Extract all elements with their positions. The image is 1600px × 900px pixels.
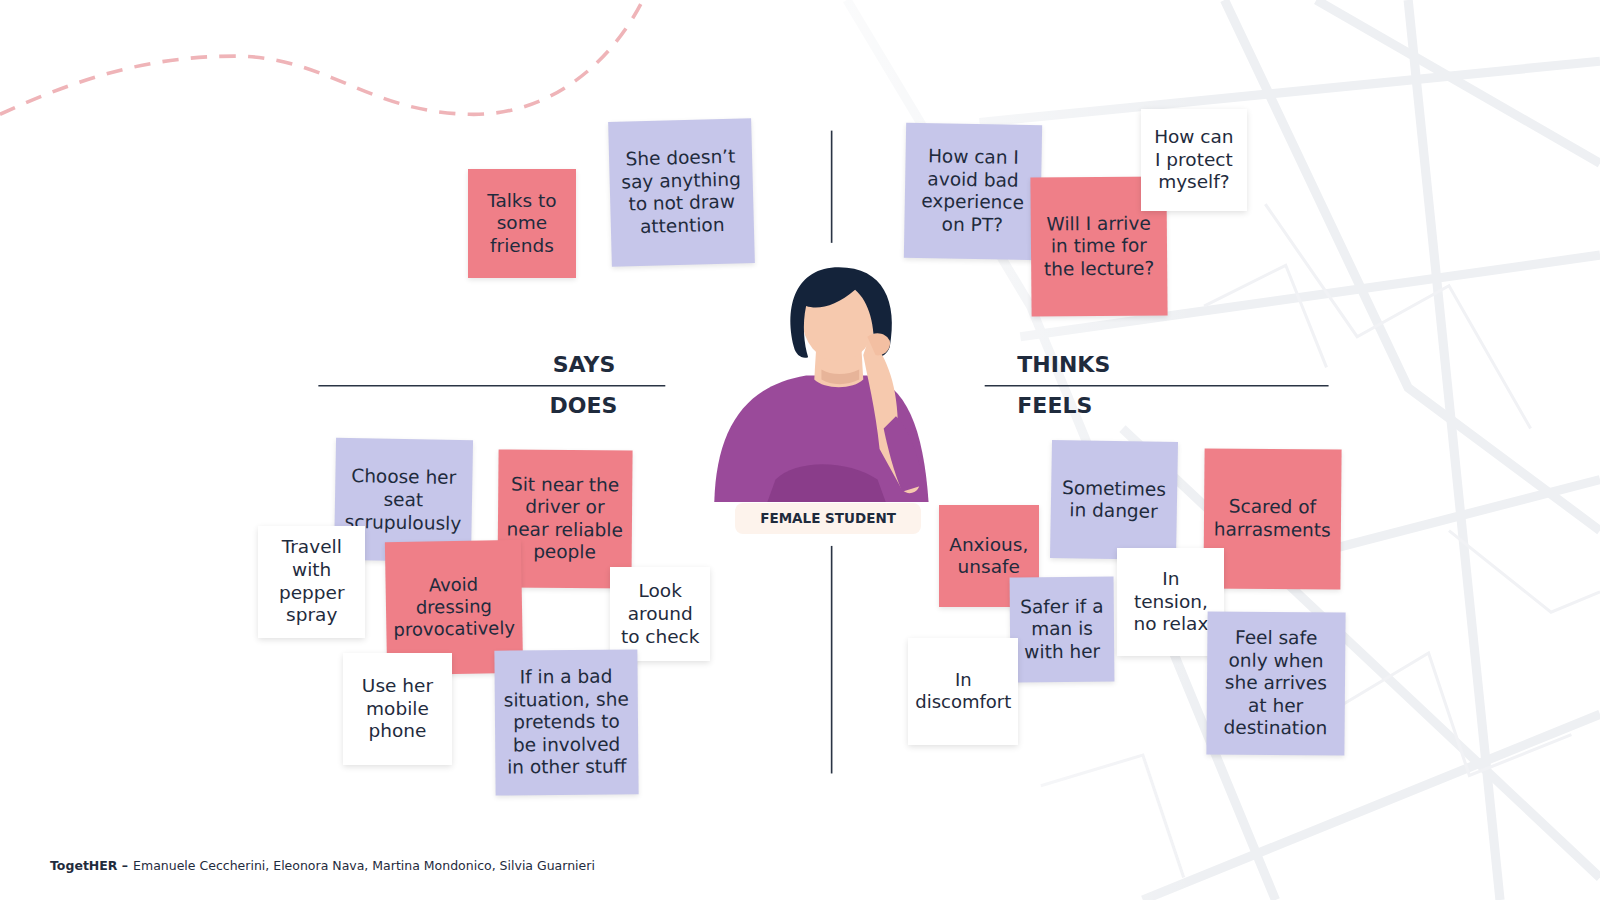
note-text: How can I protect myself? [1149, 126, 1239, 194]
note-text: Avoid dressing provocatively [392, 573, 515, 641]
quadrant-heading: FEELS [1017, 393, 1092, 418]
feels-note: Safer if a man is with her [1010, 576, 1115, 682]
credit-title: TogetHER – [50, 858, 128, 873]
note-text: FEMALE STUDENT [760, 510, 896, 526]
note-text: Sit near the driver or near reliable peo… [506, 473, 624, 564]
note-text: Choose her seat scrupulously [342, 465, 464, 535]
does-note: Look around to check [610, 567, 710, 661]
quadrant-lines [318, 131, 1328, 774]
feels-note: In discomfort [908, 638, 1018, 745]
thinks-note: How can I avoid bad experience on PT? [904, 123, 1042, 260]
credit-names: Emanuele Ceccherini, Eleonora Nava, Mart… [133, 858, 595, 873]
note-text: Feel safe only when she arrives at her d… [1215, 627, 1338, 741]
note-text: Scared of harrasments [1212, 496, 1333, 542]
quadrant-heading: THINKS [1017, 352, 1110, 377]
persona-label: FEMALE STUDENT [735, 503, 922, 534]
dashed-curve [0, 0, 643, 114]
does-note: If in a bad situation, she pretends to b… [494, 649, 638, 795]
feels-note: Feel safe only when she arrives at her d… [1207, 612, 1346, 756]
quadrant-heading: DOES [550, 393, 618, 418]
note-text: How can I avoid bad experience on PT? [912, 146, 1033, 238]
does-note: Use her mobile phone [343, 653, 452, 765]
female-student-illustration [714, 267, 928, 502]
note-text: Sometimes in danger [1059, 476, 1169, 523]
note-text: Use her mobile phone [351, 675, 444, 743]
says-note: Talks to some friends [468, 169, 575, 277]
note-text: Anxious, unsafe [947, 534, 1031, 579]
quadrant-heading: SAYS [553, 352, 616, 377]
note-text: Talks to some friends [476, 190, 567, 258]
note-text: In tension, no relax [1125, 568, 1216, 636]
note-text: Will I arrive in time for the lecture? [1038, 212, 1158, 281]
feels-note: Sometimes in danger [1050, 440, 1178, 561]
note-text: In discomfort [915, 669, 1011, 713]
note-text: Look around to check [618, 580, 702, 648]
note-text: She doesn’t say anything to not draw att… [617, 146, 746, 240]
note-text: Travell with pepper spray [266, 536, 357, 626]
does-note: Travell with pepper spray [258, 526, 365, 638]
says-note: She doesn’t say anything to not draw att… [608, 119, 755, 268]
thinks-note: How can I protect myself? [1141, 109, 1247, 211]
note-text: Safer if a man is with her [1018, 595, 1107, 663]
note-text: If in a bad situation, she pretends to b… [502, 665, 630, 779]
